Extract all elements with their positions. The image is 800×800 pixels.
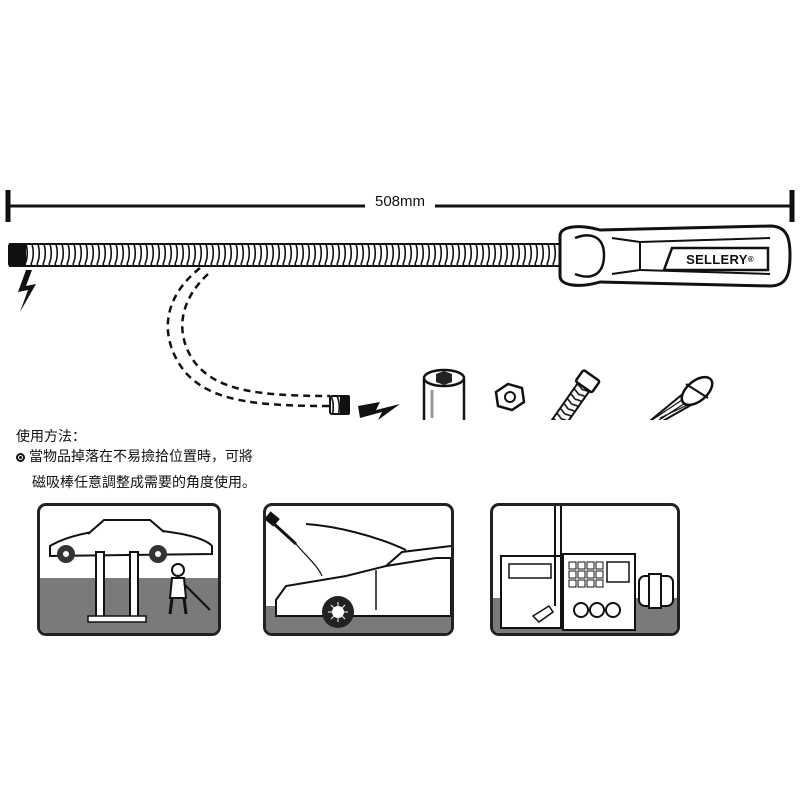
screwdriver-handle (558, 224, 792, 288)
brand-label: SELLERY® (672, 249, 768, 270)
magnet-tip (8, 243, 26, 267)
tool-illustration (5, 190, 795, 420)
screw-icon (649, 375, 714, 420)
lightning-icon (18, 270, 36, 312)
socket-icon (422, 368, 466, 420)
car-lift-scene (37, 503, 221, 636)
brand-name: SELLERY (686, 252, 748, 267)
bolt-icon (546, 369, 601, 420)
machine-scene (490, 503, 680, 636)
lightning-icon (358, 402, 400, 420)
usage-title: 使用方法： (16, 429, 86, 445)
usage-line-1: 當物品掉落在不易撿拾位置時，可將 (16, 446, 253, 466)
registered-mark: ® (747, 255, 754, 264)
hex-nut-icon (494, 382, 526, 412)
bullet-icon (16, 453, 25, 462)
flexible-shaft (8, 243, 579, 267)
dimension-label: 508mm (0, 193, 800, 210)
usage-line-2: 磁吸棒任意調整成需要的角度使用。 (32, 475, 256, 491)
engine-bay-scene (263, 503, 454, 636)
